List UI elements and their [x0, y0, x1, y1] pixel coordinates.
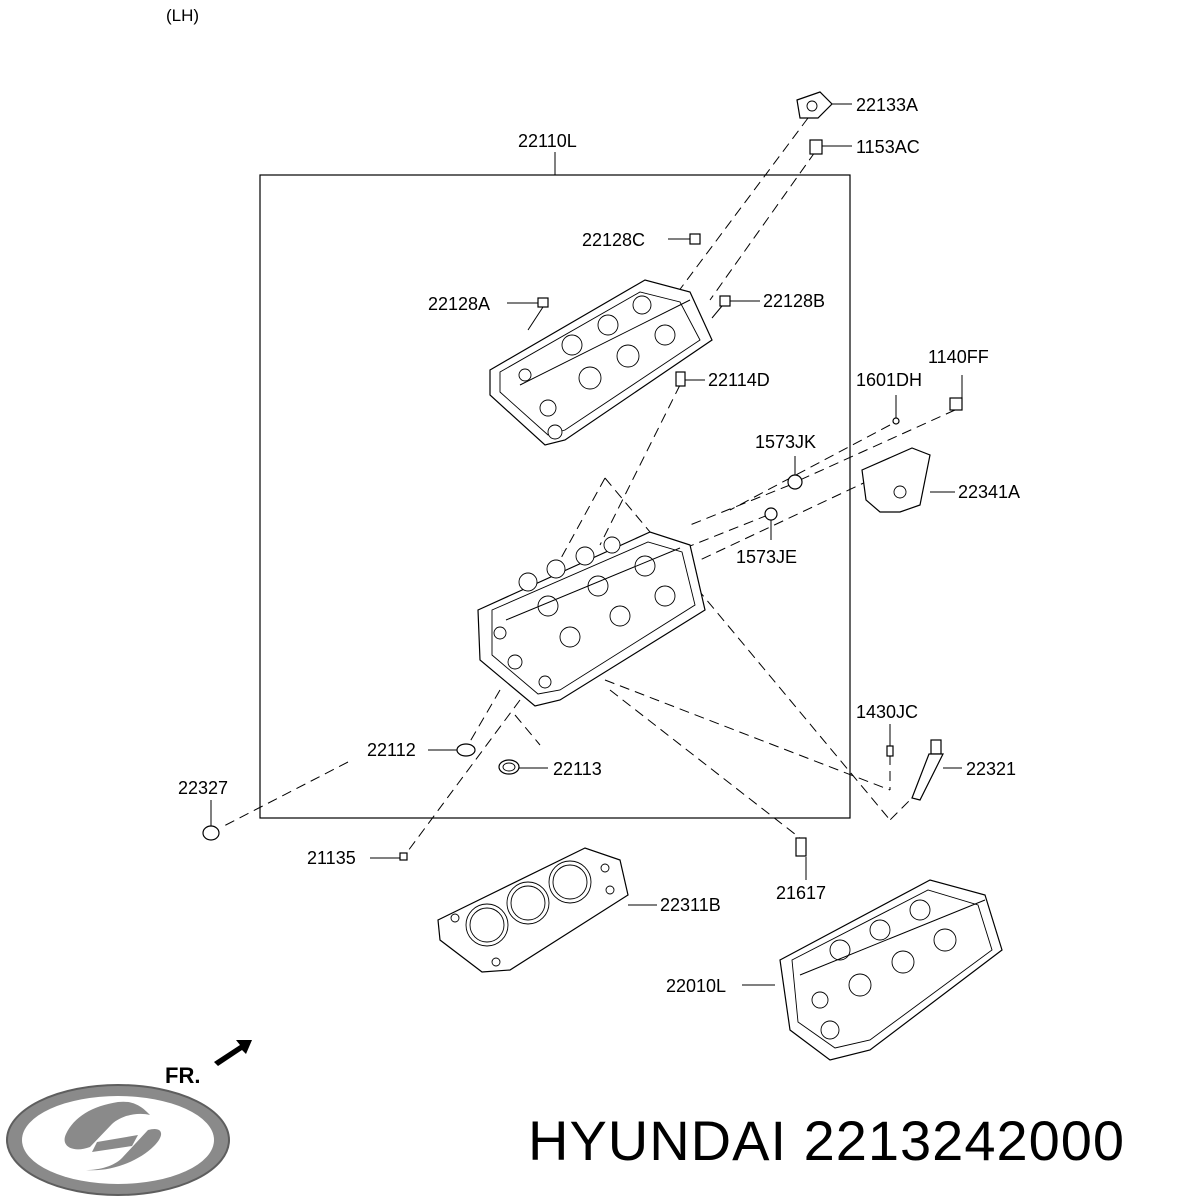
- callout-22327: 22327: [178, 778, 228, 798]
- stud-1153AC: [809, 139, 823, 155]
- seal-22112: [456, 743, 476, 757]
- head-bolt-22321: [911, 739, 944, 801]
- callout-1153AC: 1153AC: [856, 137, 920, 157]
- callout-22128A: 22128A: [428, 294, 490, 314]
- side-indicator-label: (LH): [166, 6, 200, 25]
- front-direction-arrow: [214, 1040, 252, 1066]
- seal-22113: [498, 759, 520, 775]
- callout-1601DH: 1601DH: [856, 370, 922, 390]
- bracket-22341A: [861, 447, 931, 513]
- plug-1573JE: [764, 507, 778, 521]
- plate-22133A: [796, 91, 833, 119]
- cam-carrier-upper: [489, 279, 713, 446]
- stud-21617: [795, 837, 807, 857]
- pin-21135: [399, 852, 408, 861]
- callout-22010L: 22010L: [666, 976, 726, 996]
- callout-22113: 22113: [553, 759, 602, 779]
- callout-21617: 21617: [776, 883, 826, 903]
- callout-1573JK: 1573JK: [755, 432, 816, 452]
- callout-22311B: 22311B: [660, 895, 721, 915]
- bolt-22128B: [711, 295, 731, 319]
- callout-22128B: 22128B: [763, 291, 825, 311]
- assembly-frame: [259, 174, 851, 819]
- bolt-1140FF: [949, 397, 963, 411]
- callout-22112: 22112: [367, 740, 416, 760]
- callout-21135: 21135: [307, 848, 356, 868]
- callout-22341A: 22341A: [958, 482, 1020, 502]
- callout-1140FF: 1140FF: [928, 347, 989, 367]
- pin-1430JC: [886, 745, 894, 757]
- pin-1601DH: [892, 417, 900, 425]
- callout-22114D: 22114D: [708, 370, 770, 390]
- plug-22327: [202, 825, 220, 841]
- callout-1430JC: 1430JC: [856, 702, 918, 722]
- cylinder-head-assembly: [779, 879, 1003, 1061]
- head-gasket: [437, 847, 629, 973]
- hyundai-logo: [6, 1084, 230, 1196]
- plug-1573JK: [787, 474, 803, 490]
- bolt-22128C: [668, 233, 701, 245]
- part-identifier: HYUNDAI 2213242000: [528, 1108, 1125, 1173]
- callout-22321: 22321: [966, 759, 1016, 779]
- cylinder-head-main: [477, 531, 706, 707]
- brand-name: HYUNDAI: [528, 1109, 788, 1172]
- callout-22128C: 22128C: [582, 230, 645, 250]
- callout-1573JE: 1573JE: [736, 547, 797, 567]
- dowel-22114D: [675, 371, 686, 387]
- part-number: 2213242000: [803, 1109, 1126, 1172]
- callout-22133A: 22133A: [856, 95, 918, 115]
- callout-22110L: 22110L: [518, 131, 577, 151]
- front-label: FR.: [165, 1063, 200, 1088]
